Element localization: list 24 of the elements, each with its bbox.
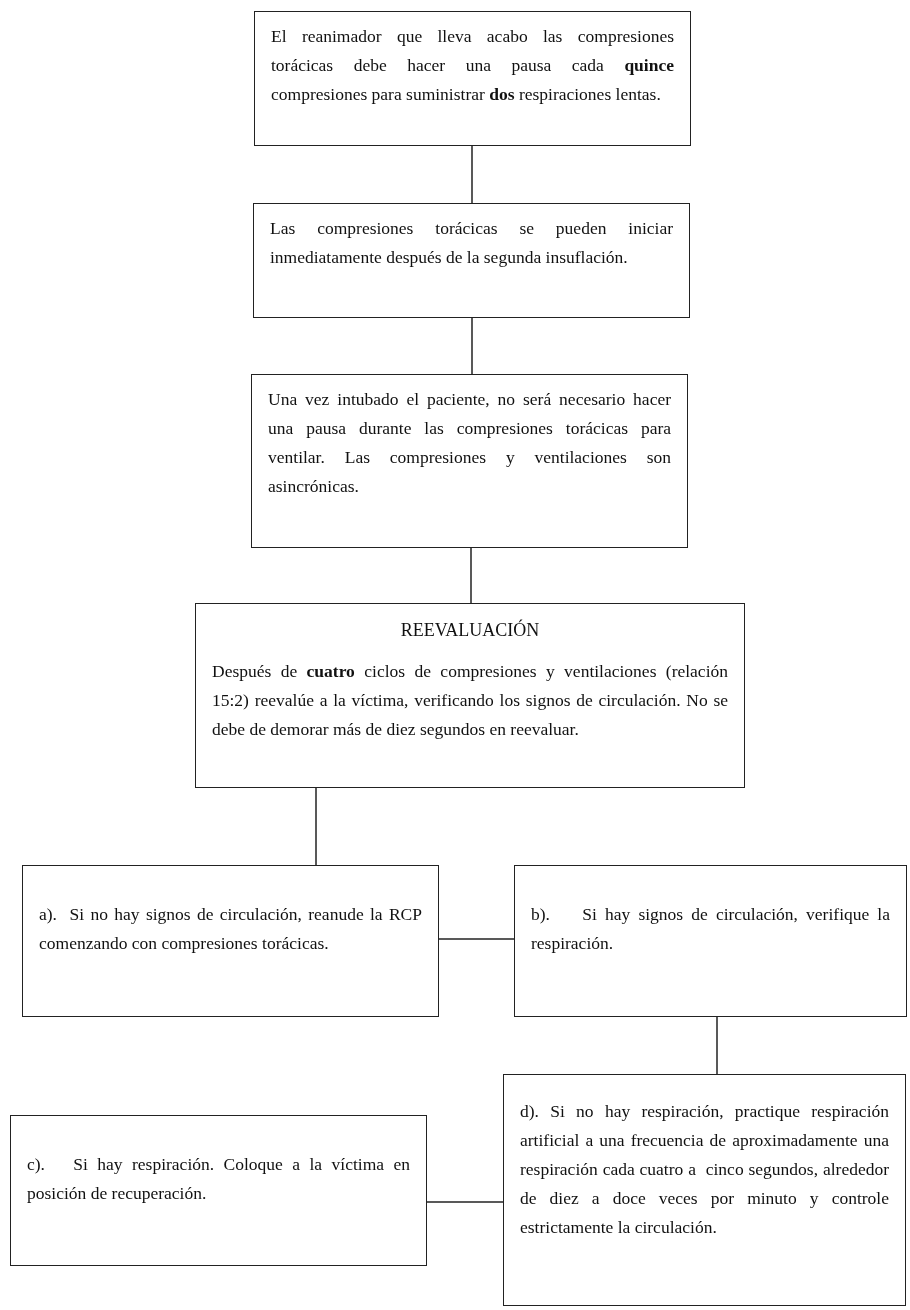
connector-line <box>716 1016 718 1075</box>
box-text: Después de cuatro ciclos de compresiones y ventilaciones (relación 15:2) reevalúe a la víctima, verificando los signos de circulación. No se debe de demorar más de diez segundos en reevaluar. <box>212 660 728 741</box>
box-text: Las compresiones torácicas se pueden iniciar inmediatamente después de la segunda insuflación. <box>270 217 673 269</box>
process-box <box>514 865 907 1017</box>
box-text: a). Si no hay signos de circulación, reanude la RCP comenzando con compresiones torácicas. <box>39 903 422 955</box>
box-text: El reanimador que lleva acabo las compresiones torácicas debe hacer una pausa cada quince compresiones para suministrar dos respiraciones lentas. <box>271 25 674 106</box>
process-box <box>254 11 691 146</box>
process-box <box>503 1074 906 1306</box>
process-box <box>195 603 745 788</box>
box-text: b). Si hay signos de circulación, verifique la respiración. <box>531 903 890 955</box>
process-box <box>253 203 690 318</box>
connector-line <box>471 317 473 375</box>
process-box <box>22 865 439 1017</box>
process-box <box>10 1115 427 1266</box>
connector-line <box>471 145 473 204</box>
box-heading: REEVALUACIÓN <box>399 618 541 642</box>
connector-line <box>470 547 472 604</box>
box-text: Una vez intubado el paciente, no será necesario hacer una pausa durante las compresiones torácicas para ventilar. Las compresiones y ventilaciones son asincrónicas. <box>268 388 671 498</box>
box-text: c). Si hay respiración. Coloque a la víctima en posición de recuperación. <box>27 1153 410 1205</box>
connector-line <box>438 938 515 940</box>
connector-line <box>426 1201 504 1203</box>
process-box <box>251 374 688 548</box>
box-text: d). Si no hay respiración, practique respiración artificial a una frecuencia de aproximadamente una respiración cada cuatro a cinco segundos, alrededor de diez a doce veces por minuto y controle estrictamente la circulación. <box>520 1100 889 1239</box>
connector-line <box>315 787 317 866</box>
